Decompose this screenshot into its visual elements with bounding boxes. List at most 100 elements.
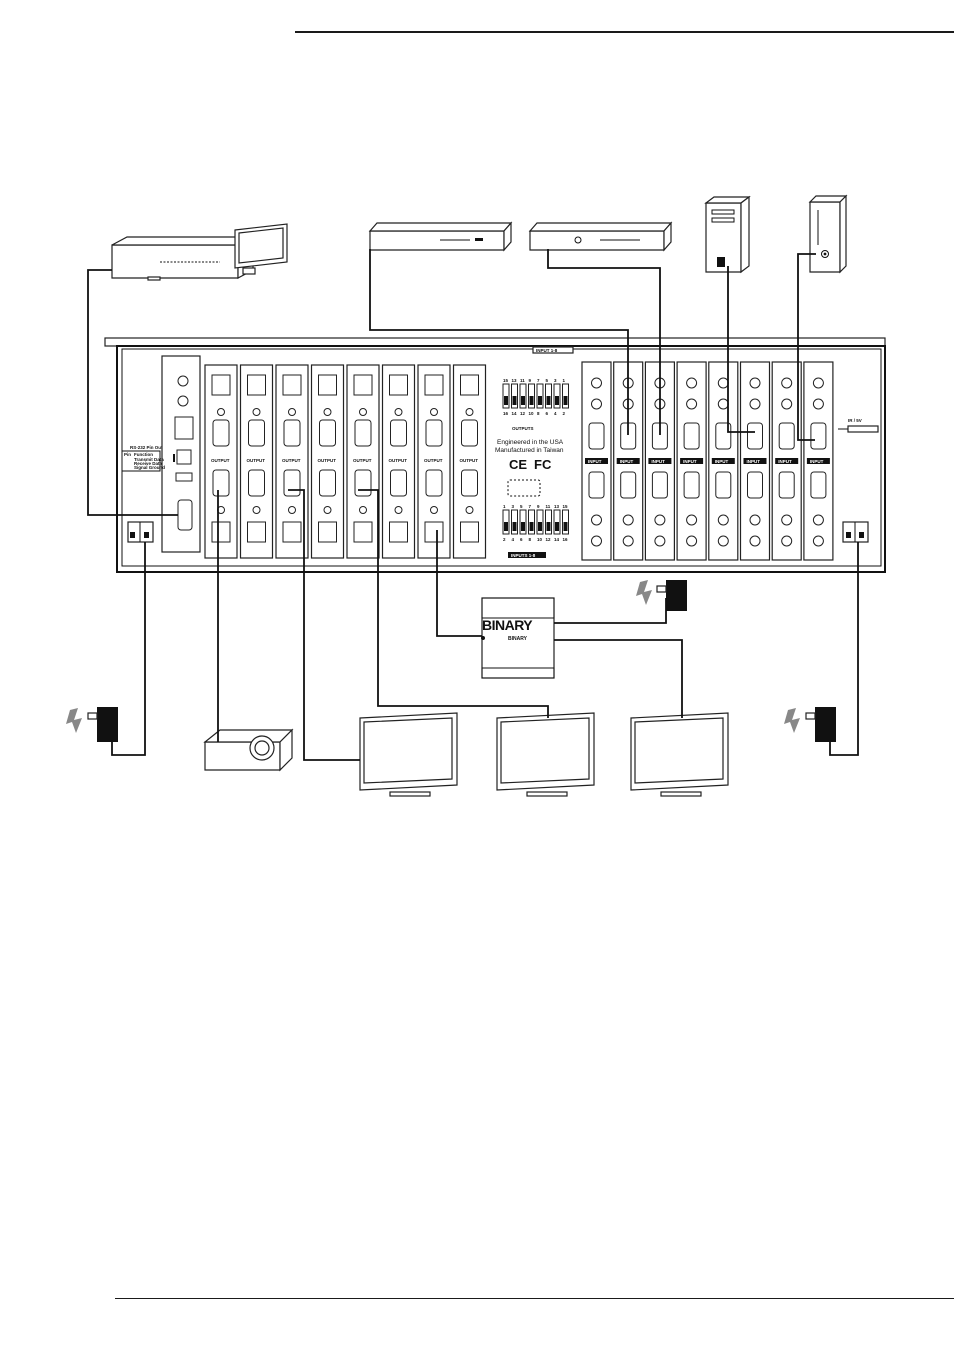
ir-jack[interactable] [812, 377, 824, 389]
ir-jack[interactable] [686, 535, 698, 547]
ir-jack[interactable] [394, 506, 403, 514]
hdmi-port[interactable] [212, 469, 230, 497]
hdmi-port[interactable] [283, 469, 301, 497]
hdmi-port[interactable] [390, 469, 407, 497]
hdmi-port[interactable] [283, 419, 301, 447]
hdmi-port[interactable] [715, 471, 732, 499]
ir-jack[interactable] [591, 398, 602, 410]
ir-jack[interactable] [749, 398, 761, 410]
ir-jack[interactable] [430, 408, 438, 416]
hdmi-port[interactable] [747, 422, 763, 450]
ir-jack[interactable] [591, 377, 602, 389]
hdbaset-port[interactable] [318, 374, 337, 396]
hdmi-port[interactable] [683, 422, 700, 450]
ir-jack[interactable] [686, 514, 698, 526]
ir-ext-port[interactable] [175, 472, 193, 482]
ir-jack[interactable] [323, 408, 332, 416]
ir-jack[interactable] [717, 514, 729, 526]
ir-jack[interactable] [717, 377, 729, 389]
ethernet-port[interactable] [174, 416, 194, 440]
usb-port[interactable] [176, 449, 192, 465]
hdmi-port[interactable] [810, 422, 827, 450]
hdbaset-port[interactable] [211, 521, 231, 543]
ir-jack[interactable] [359, 408, 367, 416]
hdmi-port[interactable] [212, 419, 230, 447]
ir-jack[interactable] [591, 514, 602, 526]
hdbaset-port[interactable] [282, 374, 302, 396]
hdmi-port[interactable] [588, 471, 605, 499]
hdmi-port[interactable] [461, 419, 478, 447]
hdbaset-port[interactable] [460, 374, 479, 396]
ir-jack[interactable] [622, 535, 634, 547]
hdmi-port[interactable] [810, 471, 827, 499]
ir-jack[interactable] [749, 514, 761, 526]
output-card-label: OUTPUT [353, 458, 372, 463]
hdmi-port[interactable] [354, 419, 372, 447]
ir-jack[interactable] [252, 506, 261, 514]
hdbaset-port[interactable] [389, 521, 408, 543]
ir-jack[interactable] [288, 408, 296, 416]
ir-jack[interactable] [781, 514, 793, 526]
ir-jack[interactable] [749, 535, 761, 547]
ir-jack[interactable] [717, 535, 729, 547]
ir-jack[interactable] [323, 506, 332, 514]
ir-jack[interactable] [465, 408, 474, 416]
ir-jack[interactable] [217, 408, 225, 416]
ir-jack[interactable] [465, 506, 474, 514]
hdmi-port[interactable] [778, 471, 795, 499]
hdbaset-port[interactable] [424, 374, 444, 396]
hdbaset-port[interactable] [460, 521, 479, 543]
hdmi-port[interactable] [354, 469, 372, 497]
hdmi-port[interactable] [651, 471, 668, 499]
hdmi-port[interactable] [683, 471, 700, 499]
ir-jack[interactable] [686, 377, 698, 389]
hdmi-port[interactable] [248, 469, 265, 497]
output-card: OUTPUT [452, 364, 487, 559]
hdmi-port[interactable] [248, 419, 265, 447]
reset-button[interactable] [177, 395, 189, 407]
ir-jack[interactable] [430, 506, 438, 514]
ir-jack[interactable] [591, 535, 602, 547]
ir-jack[interactable] [686, 398, 698, 410]
ir-jack[interactable] [288, 506, 296, 514]
hdbaset-port[interactable] [247, 521, 266, 543]
hdmi-port[interactable] [588, 422, 605, 450]
hdbaset-port[interactable] [247, 374, 266, 396]
ir-jack[interactable] [812, 535, 824, 547]
hdmi-port[interactable] [319, 419, 336, 447]
ir-jack[interactable] [654, 514, 666, 526]
hdmi-port[interactable] [715, 422, 732, 450]
ir-jack[interactable] [781, 377, 793, 389]
firmware-button[interactable] [177, 375, 189, 387]
hdmi-port[interactable] [319, 469, 336, 497]
input-card-label: INPUT [778, 459, 792, 464]
lightning-icon [636, 580, 652, 605]
hdbaset-port[interactable] [424, 521, 444, 543]
ir-jack[interactable] [781, 535, 793, 547]
ir-jack[interactable] [654, 535, 666, 547]
hdmi-port[interactable] [425, 419, 443, 447]
hdmi-port[interactable] [747, 471, 763, 499]
hdbaset-port[interactable] [389, 374, 408, 396]
ir-jack[interactable] [394, 408, 403, 416]
hdmi-port[interactable] [461, 469, 478, 497]
ir-jack[interactable] [812, 514, 824, 526]
hdbaset-port[interactable] [353, 374, 373, 396]
ir-jack[interactable] [812, 398, 824, 410]
hdbaset-port[interactable] [318, 521, 337, 543]
hdmi-port[interactable] [620, 471, 637, 499]
ir-jack[interactable] [717, 398, 729, 410]
input-card-label: INPUT [747, 459, 761, 464]
hdmi-port[interactable] [425, 469, 443, 497]
ir-jack[interactable] [359, 506, 367, 514]
hdmi-port[interactable] [778, 422, 795, 450]
ir-jack[interactable] [749, 377, 761, 389]
ir-jack[interactable] [252, 408, 261, 416]
ir-jack[interactable] [781, 398, 793, 410]
hdbaset-port[interactable] [353, 521, 373, 543]
hdmi-port[interactable] [390, 419, 407, 447]
hdbaset-port[interactable] [282, 521, 302, 543]
ir-jack[interactable] [622, 514, 634, 526]
hdbaset-port[interactable] [211, 374, 231, 396]
rs232-port[interactable] [177, 499, 193, 531]
